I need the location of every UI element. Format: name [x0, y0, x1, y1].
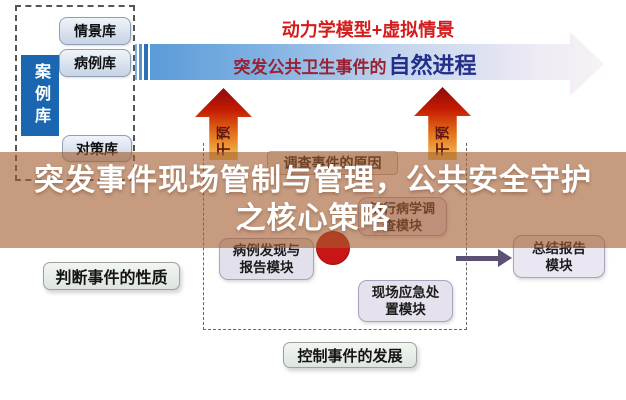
progress-caption: 突发公共卫生事件的 自然进程 [205, 48, 505, 80]
arrow-tail-line-icon [144, 44, 148, 80]
headline-line2: 之核心策略 [235, 202, 391, 235]
case-record-library-box: 病例库 [59, 49, 131, 77]
onsite-response-module-line2: 置模块 [385, 302, 426, 317]
onsite-response-module-line1: 现场应急处 [371, 285, 440, 300]
onsite-response-module-box: 现场应急处 置模块 [358, 280, 453, 322]
progress-highlight-label: 自然进程 [388, 53, 477, 79]
control-development-box: 控制事件的发展 [283, 342, 417, 368]
headline-line1: 突发事件现场管制与管理，公共安全守护 [34, 164, 592, 197]
scenario-library-box: 情景库 [59, 17, 131, 45]
control-development-label: 控制事件的发展 [297, 347, 403, 365]
scenario-library-label: 情景库 [74, 23, 116, 39]
judge-nature-label: 判断事件的性质 [55, 270, 168, 287]
case-library-box: 案例库 [21, 55, 59, 136]
case-library-label: 案例库 [32, 62, 49, 129]
arrow-tail-line-icon [135, 44, 137, 80]
flow-arrow-icon [456, 256, 500, 261]
case-report-module-line2: 报告模块 [239, 260, 294, 275]
flow-arrowhead-icon [498, 249, 512, 267]
headline-overlay [0, 152, 626, 248]
case-record-library-label: 病例库 [74, 55, 116, 71]
summary-report-module-line2: 模块 [545, 257, 573, 273]
arrow-tail-line-icon [139, 44, 142, 80]
headline-text-block: 突发事件现场管制与管理，公共安全守护 之核心策略 [0, 152, 626, 248]
progress-prefix-label: 突发公共卫生事件的 [233, 58, 387, 78]
dynamics-model-label: 动力学模型+虚拟情景 [281, 20, 455, 40]
judge-nature-box: 判断事件的性质 [43, 262, 180, 290]
